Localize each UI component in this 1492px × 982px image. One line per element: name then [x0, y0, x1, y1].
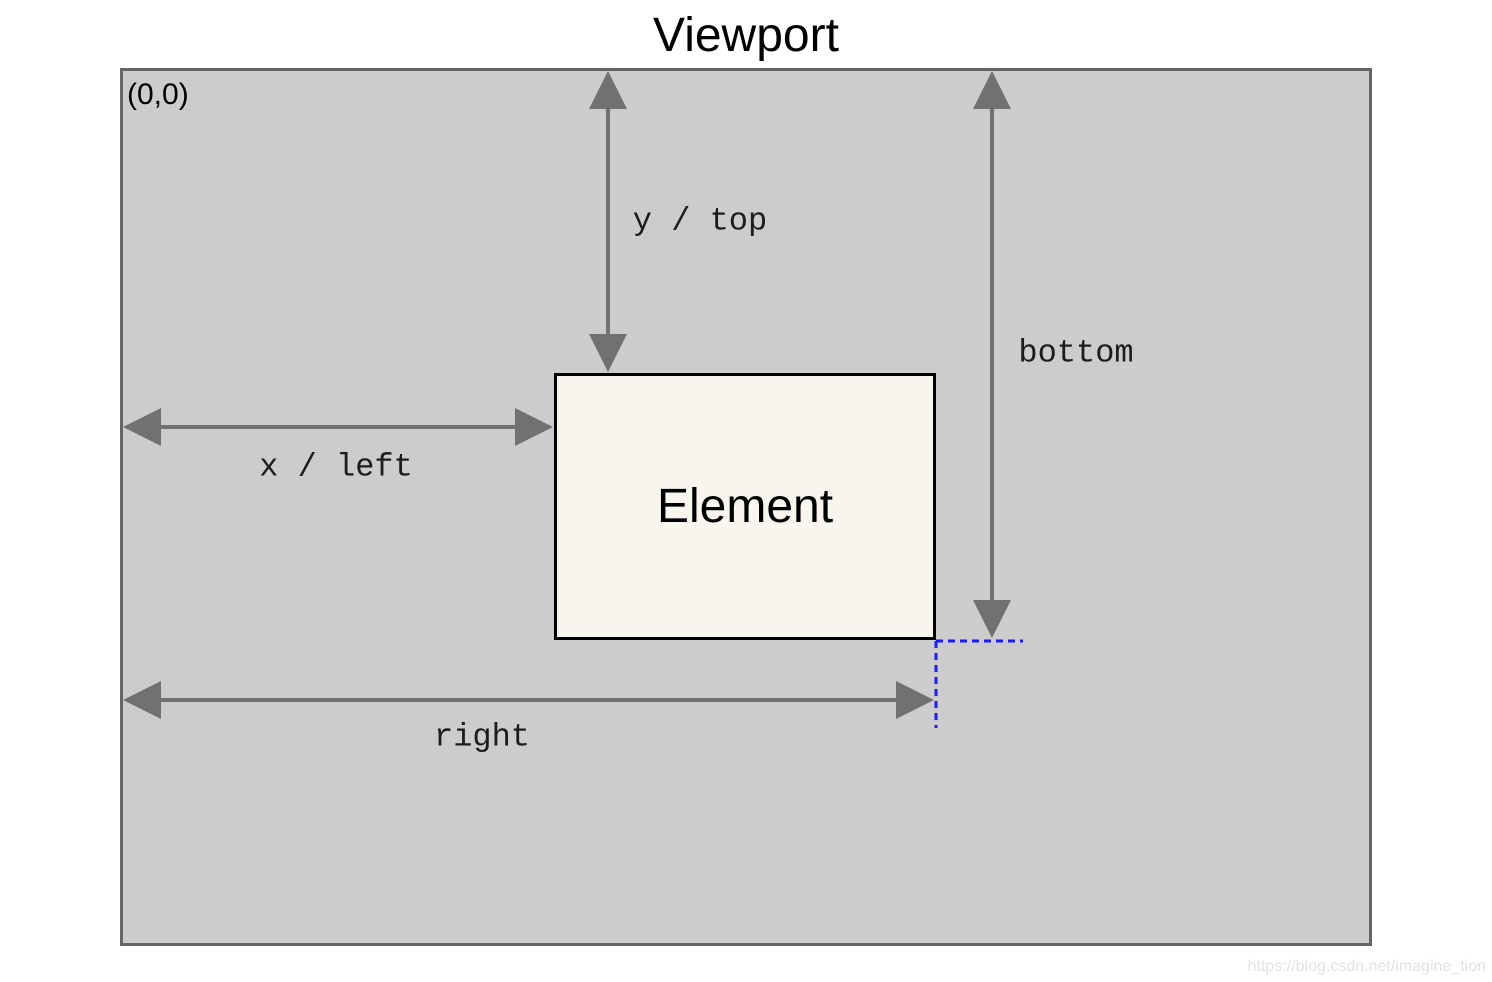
x-left-label: x / left: [259, 448, 413, 486]
bottom-label: bottom: [1018, 334, 1134, 372]
watermark: https://blog.csdn.net/imagine_tion: [1247, 958, 1486, 975]
origin-label: (0,0): [127, 78, 189, 111]
right-label: right: [433, 718, 531, 756]
element-label: Element: [656, 480, 834, 533]
element-box: Element: [554, 373, 936, 640]
y-top-label: y / top: [632, 202, 768, 240]
page-title: Viewport: [653, 9, 839, 62]
